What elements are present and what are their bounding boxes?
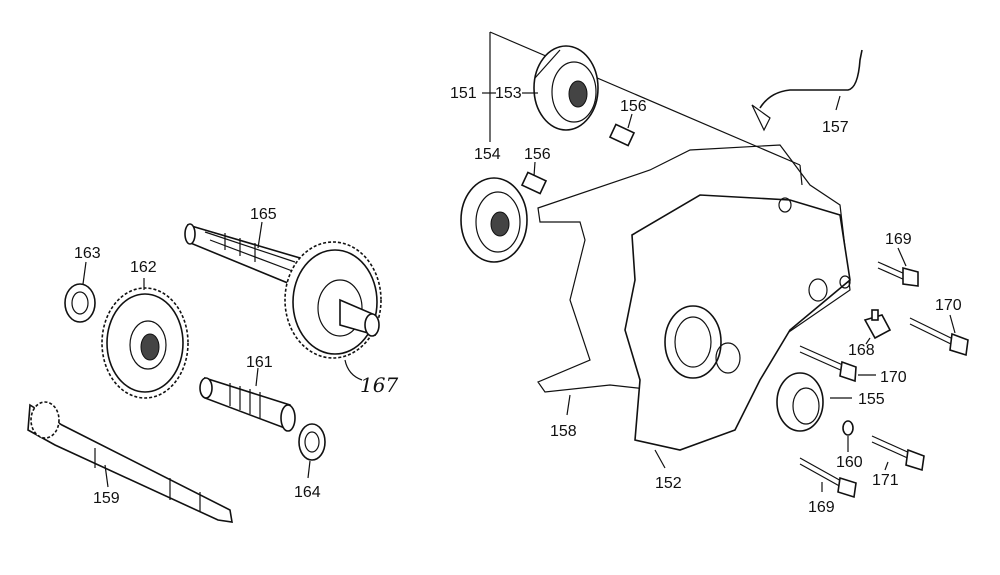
bolt-171 [871, 435, 925, 472]
label-171: 171 [872, 472, 899, 489]
label-154: 154 [474, 146, 501, 163]
label-152: 152 [655, 475, 682, 492]
shaft-159 [27, 401, 233, 523]
washer-164 [298, 423, 326, 461]
bolt-170-middle [799, 345, 857, 383]
label-168: 168 [848, 342, 875, 359]
housing-152 [624, 194, 851, 451]
label-163: 163 [74, 245, 101, 262]
label-169-lower: 169 [808, 499, 835, 516]
label-155: 155 [858, 391, 885, 408]
label-165: 165 [250, 206, 277, 223]
label-167: 167 [360, 373, 398, 397]
bolt-168 [863, 309, 892, 340]
label-157: 157 [822, 119, 849, 136]
washer-163 [64, 283, 96, 323]
bushing-156-top [608, 123, 636, 147]
label-162: 162 [130, 259, 157, 276]
label-160: 160 [836, 454, 863, 471]
label-170-middle: 170 [880, 369, 907, 386]
label-158: 158 [550, 423, 577, 440]
label-169-upper: 169 [885, 231, 912, 248]
label-156b: 156 [524, 146, 551, 163]
washer-160 [842, 420, 854, 436]
label-156a: 156 [620, 98, 647, 115]
label-151: 151 [450, 85, 477, 102]
label-153: 153 [495, 85, 522, 102]
label-170-right: 170 [935, 297, 962, 314]
breather-pipe-157 [751, 49, 863, 132]
bolt-170-right [909, 317, 969, 357]
shaft-165 [184, 223, 301, 290]
oil-seal-155 [776, 372, 824, 432]
bushing-156-left [520, 171, 548, 195]
label-159: 159 [93, 490, 120, 507]
bearing-154 [460, 177, 528, 263]
bolt-169-lower [799, 457, 857, 499]
bearing-153 [533, 45, 599, 131]
gear-167 [284, 241, 382, 359]
label-164: 164 [294, 484, 321, 501]
shaft-161 [199, 376, 296, 432]
bolt-169-upper [877, 261, 919, 287]
label-161: 161 [246, 354, 273, 371]
gear-162 [101, 287, 189, 399]
